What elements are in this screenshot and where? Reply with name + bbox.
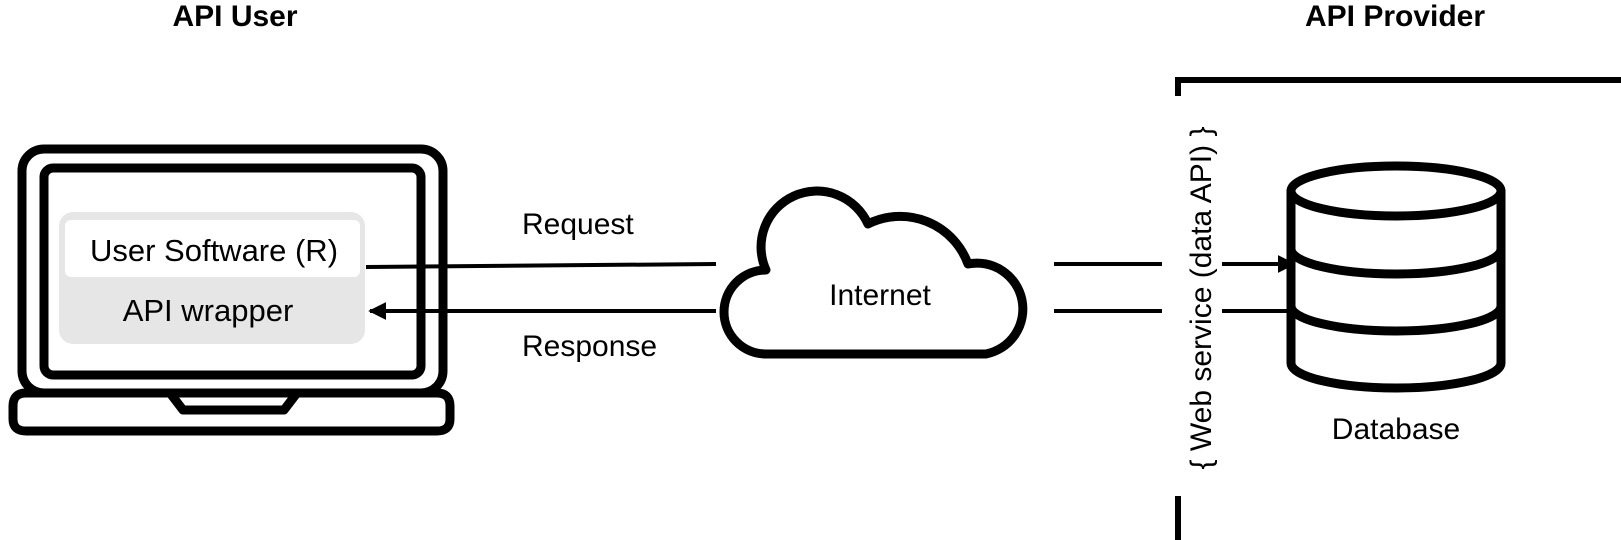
web-service-label: { Web service (data API) } [1185, 127, 1218, 470]
api-provider-heading: API Provider [1305, 0, 1485, 33]
internet-label: Internet [829, 279, 931, 312]
provider-frame [1175, 77, 1621, 540]
database-icon [1286, 161, 1506, 393]
response-label: Response [522, 330, 657, 363]
request-label: Request [522, 208, 634, 241]
user-software-label: User Software (R) [90, 233, 338, 268]
user-software-box [65, 220, 360, 277]
software-stack: User Software (R) API wrapper [59, 212, 365, 344]
database-label: Database [1332, 413, 1460, 446]
api-user-heading: API User [172, 0, 297, 33]
laptop-icon [8, 144, 455, 436]
cloud-icon [719, 186, 1028, 359]
api-wrapper-label: API wrapper [123, 293, 294, 328]
request-connector [365, 262, 717, 269]
